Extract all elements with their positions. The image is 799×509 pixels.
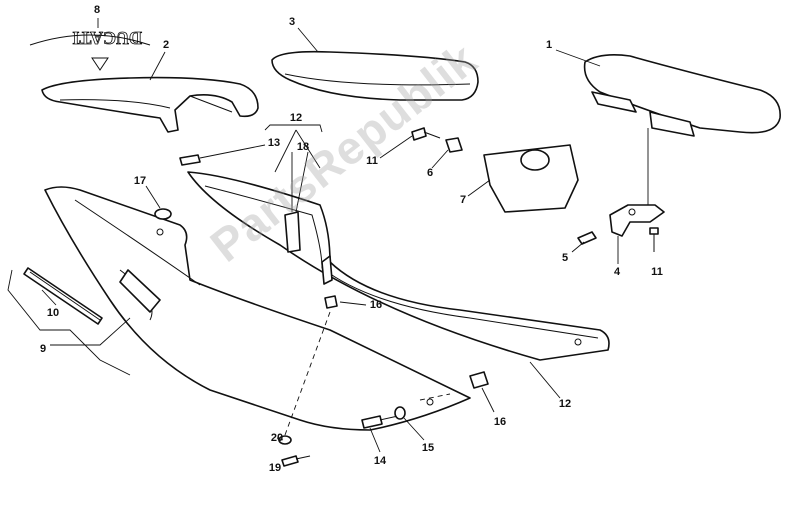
screw-5 — [571, 227, 659, 253]
seat-cowl — [41, 51, 259, 133]
callout-12: 12 — [558, 398, 572, 410]
ducati-logo-decal: DUCATI — [29, 18, 151, 71]
callout-12: 12 — [289, 112, 303, 124]
side-decal — [7, 267, 131, 376]
callout-19: 19 — [268, 462, 282, 474]
callout-14: 14 — [373, 455, 387, 467]
callout-9: 9 — [39, 343, 47, 355]
callout-18: 18 — [296, 141, 310, 153]
callout-4: 4 — [613, 266, 621, 278]
callout-7: 7 — [459, 194, 467, 206]
pad-13 — [179, 154, 201, 166]
tail-cover — [467, 144, 579, 213]
tail-frame-panel — [187, 124, 610, 399]
side-fairing — [44, 186, 471, 431]
callout-8: 8 — [93, 4, 101, 16]
leader-13 — [199, 144, 266, 159]
callout-20: 20 — [270, 432, 284, 444]
callout-3: 3 — [288, 16, 296, 28]
callout-11: 11 — [651, 266, 663, 278]
passenger-seat — [271, 27, 479, 101]
lower-hardware — [276, 371, 495, 467]
callout-6: 6 — [426, 167, 434, 179]
callout-16: 16 — [369, 299, 383, 311]
callout-17: 17 — [133, 175, 147, 187]
callout-15: 15 — [421, 442, 435, 454]
callout-5: 5 — [561, 252, 569, 264]
callout-16: 16 — [493, 416, 507, 428]
callout-2: 2 — [162, 39, 170, 51]
rider-seat — [555, 49, 781, 205]
grommet-17 — [145, 185, 172, 220]
grommet-16 — [284, 295, 367, 436]
callout-11: 11 — [366, 155, 378, 167]
screw-11 — [379, 127, 463, 169]
callout-13: 13 — [267, 137, 281, 149]
callout-10: 10 — [46, 307, 60, 319]
callout-1: 1 — [545, 39, 553, 51]
seat-bracket — [609, 204, 665, 264]
svg-text:DUCATI: DUCATI — [72, 28, 142, 48]
